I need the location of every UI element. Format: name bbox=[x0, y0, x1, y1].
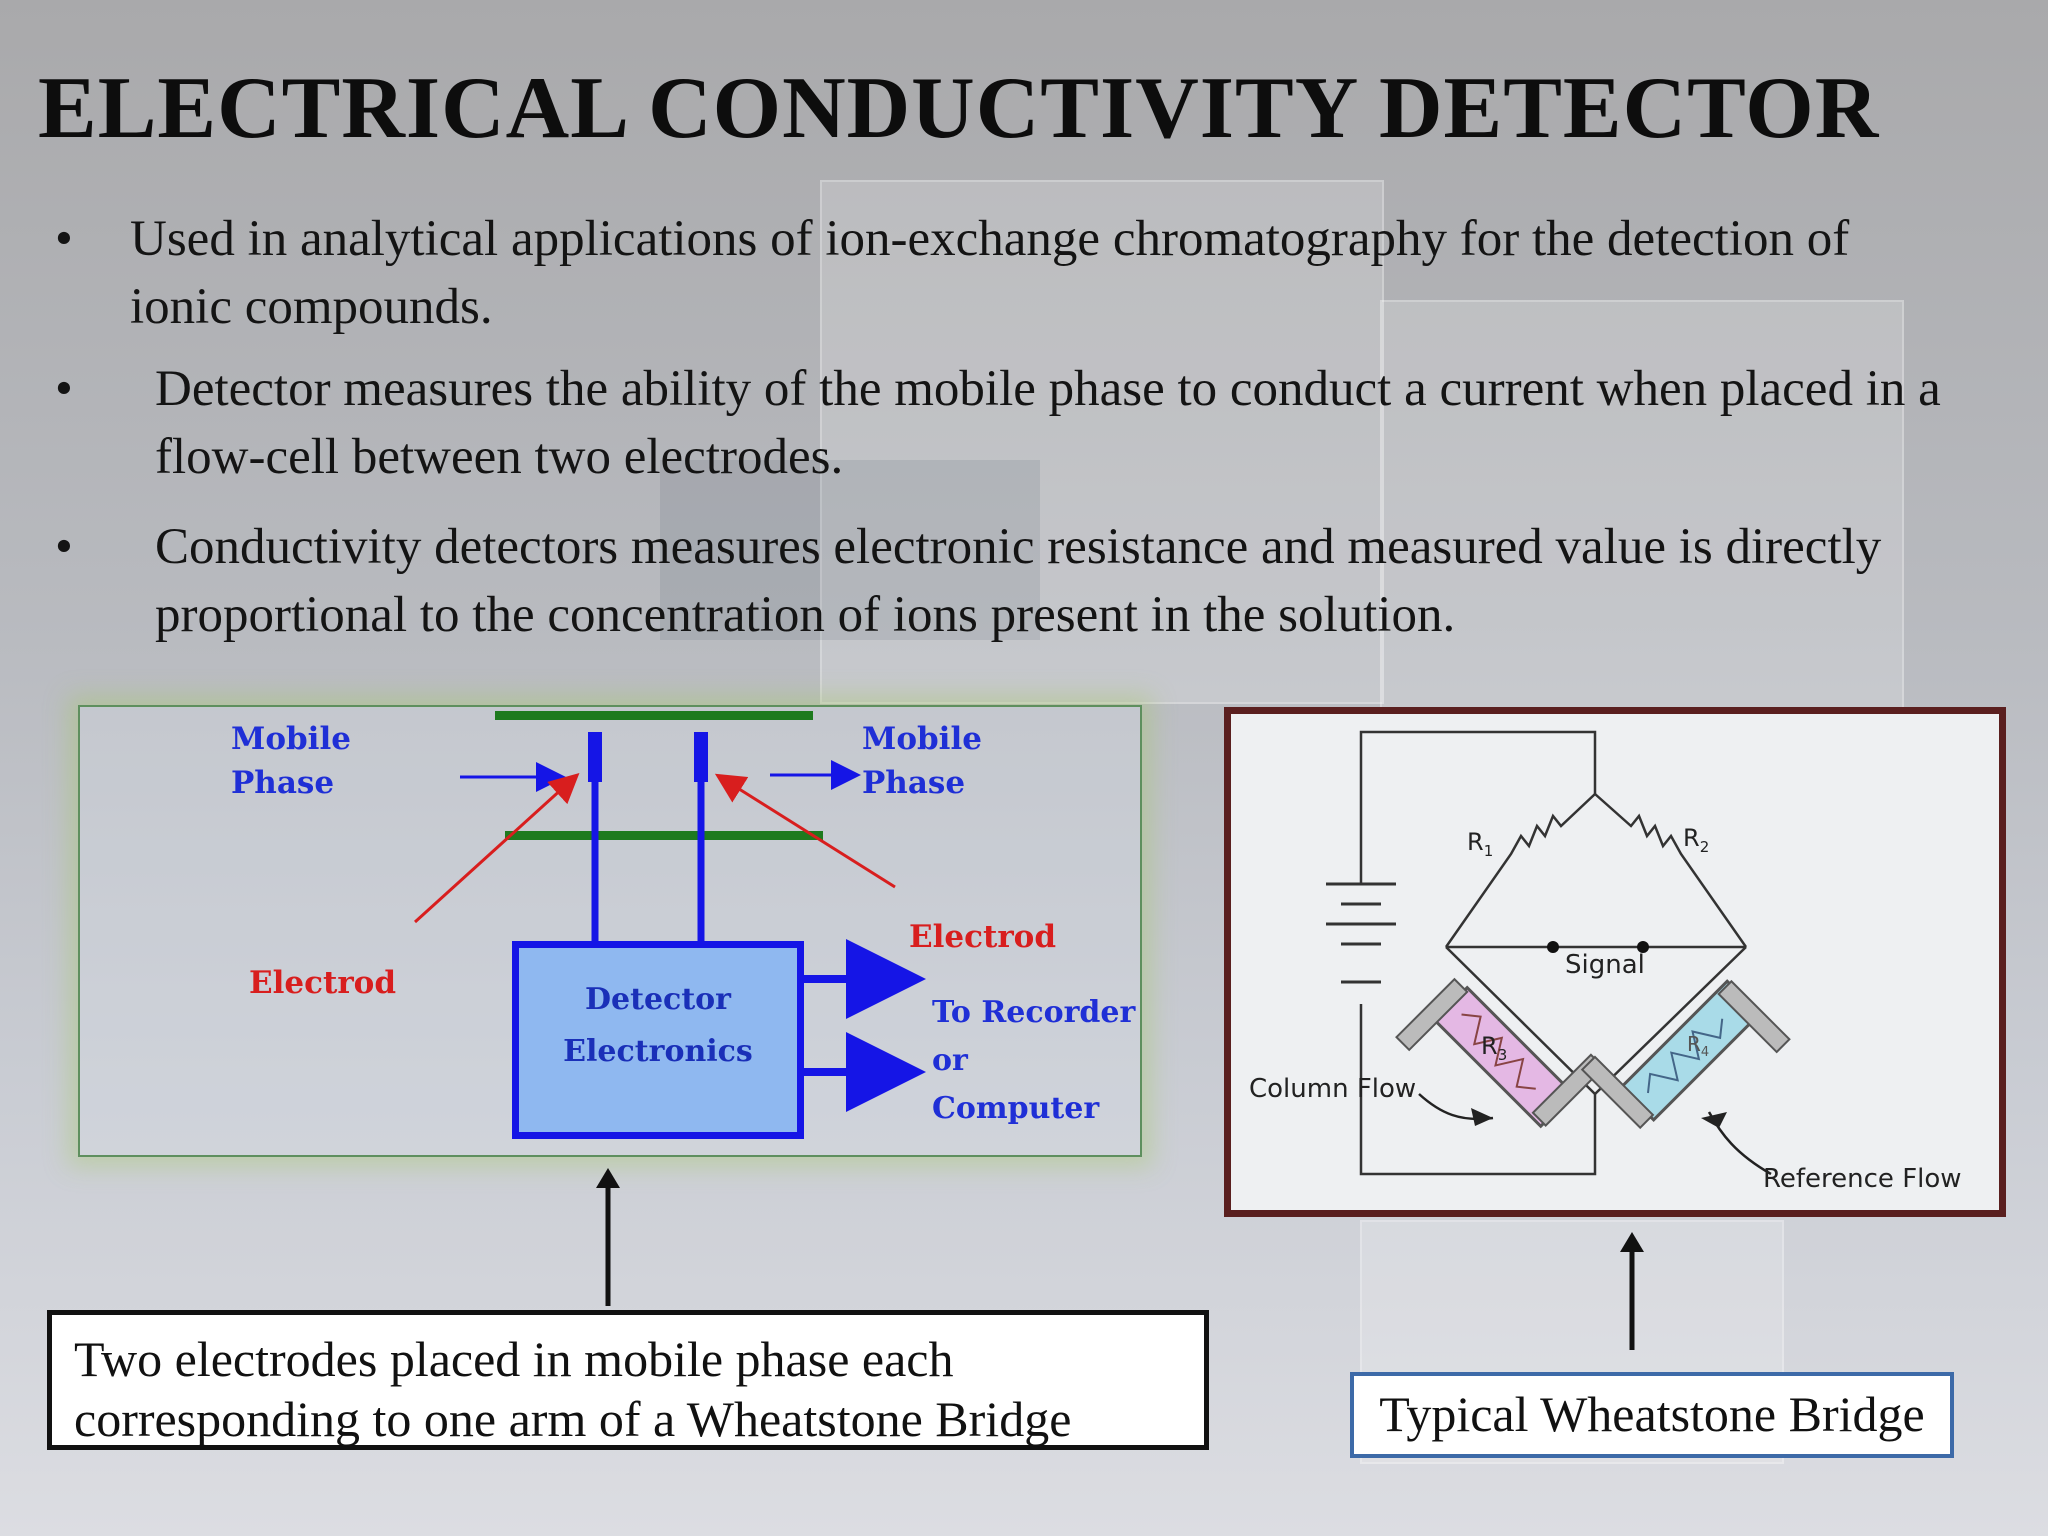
recorder-label: To Recorder or Computer bbox=[932, 989, 1140, 1133]
r2-label: R2 bbox=[1683, 824, 1709, 856]
bullet-text: Detector measures the ability of the mob… bbox=[155, 361, 1941, 485]
bullet-marker: • bbox=[55, 211, 73, 267]
left-electrode bbox=[588, 732, 602, 782]
reference-flow-label: Reference Flow bbox=[1763, 1164, 1962, 1194]
electrodes-caption-line1: Two electrodes placed in mobile phase ea… bbox=[74, 1331, 954, 1387]
column-flow-arrowhead bbox=[1471, 1108, 1493, 1126]
r3-label: R3 bbox=[1481, 1032, 1507, 1064]
slide-title: ELECTRICAL CONDUCTIVITY DETECTOR bbox=[38, 60, 1880, 157]
signal-label: Signal bbox=[1565, 950, 1645, 980]
flow-cell-bottom-plate bbox=[505, 831, 823, 840]
detector-label-line1: Detector bbox=[585, 982, 731, 1017]
conductivity-cell-diagram: Mobile Phase Mobile Phase Electrod Elect… bbox=[78, 705, 1142, 1157]
electrode-pointer-left bbox=[413, 772, 580, 924]
right-electrode bbox=[694, 732, 708, 782]
right-caption-arrow bbox=[1620, 1232, 1644, 1350]
electrode-label-right: Electrod bbox=[909, 919, 1057, 955]
r4-subscript: 4 bbox=[1700, 1045, 1710, 1060]
r4-letter: R bbox=[1687, 1032, 1701, 1056]
wheatstone-bridge-diagram: R1 R2 R3 R4 Signal Column Flow Reference… bbox=[1224, 707, 2006, 1217]
resistor-r1 bbox=[1444, 793, 1596, 948]
bridge-wire-bottom-right bbox=[1594, 946, 1747, 1095]
background-instrument-panel bbox=[1380, 300, 1904, 724]
r3-subscript: 3 bbox=[1497, 1045, 1508, 1064]
r4-label: R4 bbox=[1687, 1032, 1709, 1060]
r2-subscript: 2 bbox=[1699, 837, 1710, 856]
supply-wire bbox=[1359, 730, 1597, 884]
mobile-phase-out-line1: Mobile bbox=[862, 721, 982, 757]
signal-node-right bbox=[1637, 941, 1649, 953]
detector-label-line2: Electronics bbox=[563, 1034, 753, 1069]
mobile-phase-out-line2: Phase bbox=[862, 765, 966, 801]
electrode-label-left: Electrod bbox=[249, 965, 397, 1001]
cell-diagram-lines bbox=[413, 711, 926, 1112]
r1-letter: R bbox=[1467, 828, 1484, 856]
mobile-phase-out-label: Mobile Phase bbox=[862, 717, 982, 805]
recorder-label-line2: or Computer bbox=[932, 1043, 1100, 1126]
detector-electronics-box: Detector Electronics bbox=[512, 941, 804, 1139]
r1-subscript: 1 bbox=[1483, 841, 1494, 860]
r1-label: R1 bbox=[1467, 828, 1493, 860]
electrodes-caption-line2: corresponding to one arm of a Wheatstone… bbox=[74, 1391, 1072, 1447]
reference-flow-arrowhead bbox=[1701, 1112, 1727, 1128]
bullet-text: Used in analytical applications of ion-e… bbox=[130, 211, 1850, 335]
bridge-circuit-lines bbox=[1326, 730, 1791, 1176]
bullet-marker: • bbox=[55, 519, 73, 575]
background-instrument-panel bbox=[820, 180, 1384, 704]
resistor-r2 bbox=[1594, 793, 1748, 948]
bullet-item: • Detector measures the ability of the m… bbox=[55, 355, 1955, 491]
left-caption-arrow bbox=[596, 1168, 620, 1306]
recorder-label-line1: To Recorder bbox=[932, 995, 1136, 1030]
electrode-pointer-right bbox=[714, 773, 896, 889]
wheatstone-caption: Typical Wheatstone Bridge bbox=[1350, 1372, 1954, 1458]
mobile-phase-in-label: Mobile Phase bbox=[231, 717, 351, 805]
r2-letter: R bbox=[1683, 824, 1700, 852]
column-flow-label: Column Flow bbox=[1249, 1074, 1417, 1104]
r3-letter: R bbox=[1481, 1032, 1498, 1060]
mobile-phase-in-line2: Phase bbox=[231, 765, 335, 801]
background-instrument-shadow bbox=[660, 460, 1040, 640]
flow-cell-top-plate bbox=[495, 711, 813, 720]
bullet-item: • Conductivity detectors measures electr… bbox=[55, 513, 1955, 649]
signal-node-left bbox=[1547, 941, 1559, 953]
r4-flow-cell bbox=[1580, 979, 1791, 1130]
bullet-item: • Used in analytical applications of ion… bbox=[55, 205, 1930, 341]
bridge-wire-bottom-left bbox=[1445, 946, 1596, 1095]
mobile-phase-in-line1: Mobile bbox=[231, 721, 351, 757]
return-wire bbox=[1359, 1004, 1597, 1176]
electrodes-caption: Two electrodes placed in mobile phase ea… bbox=[47, 1310, 1209, 1450]
bullet-text: Conductivity detectors measures electron… bbox=[155, 519, 1882, 643]
bullet-marker: • bbox=[55, 361, 73, 417]
